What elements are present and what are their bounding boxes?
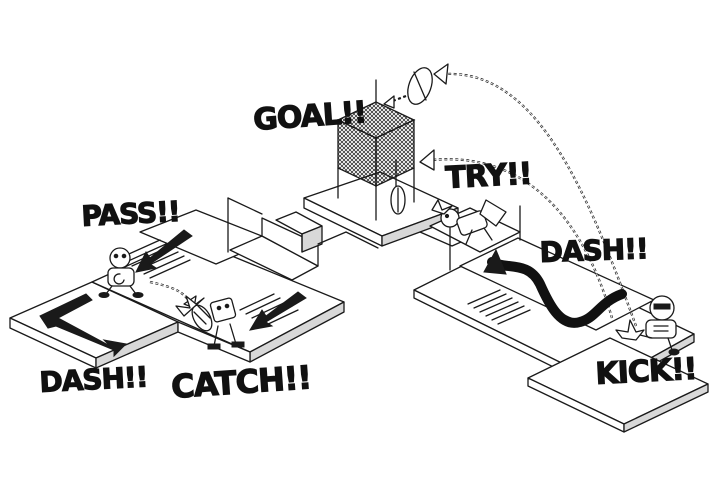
dash-right-squiggle-arrow-icon	[483, 248, 627, 328]
goal-label: GOAL!!	[252, 95, 367, 138]
pass-label: PASS!!	[81, 195, 181, 233]
dash-right-label: DASH!!	[539, 232, 648, 269]
dash-left-label: DASH!!	[39, 360, 149, 399]
center-platform	[303, 171, 471, 249]
catch-label: CATCH!!	[170, 358, 312, 406]
ball-in-flight-icon	[407, 67, 433, 105]
kick-trajectory-to-goal	[433, 63, 638, 327]
try-trajectory	[419, 149, 614, 319]
try-label: TRY!!	[445, 157, 533, 196]
catch-arrow-icon	[249, 291, 307, 331]
goal-small-arrow	[383, 94, 407, 109]
try-robot-character-icon	[431, 199, 507, 245]
bench	[275, 211, 323, 253]
right-stairs	[467, 289, 531, 325]
kick-robot-character-icon	[615, 295, 680, 356]
pass-robot-character-icon	[98, 247, 144, 298]
dash-left-arrow-icon	[39, 293, 128, 358]
ball-on-platform-icon	[390, 185, 406, 215]
pass-arrow-icon	[135, 229, 193, 273]
kick-label: KICK!!	[595, 352, 698, 392]
goal-net	[336, 79, 416, 221]
catch-robot-character-icon	[175, 295, 245, 350]
